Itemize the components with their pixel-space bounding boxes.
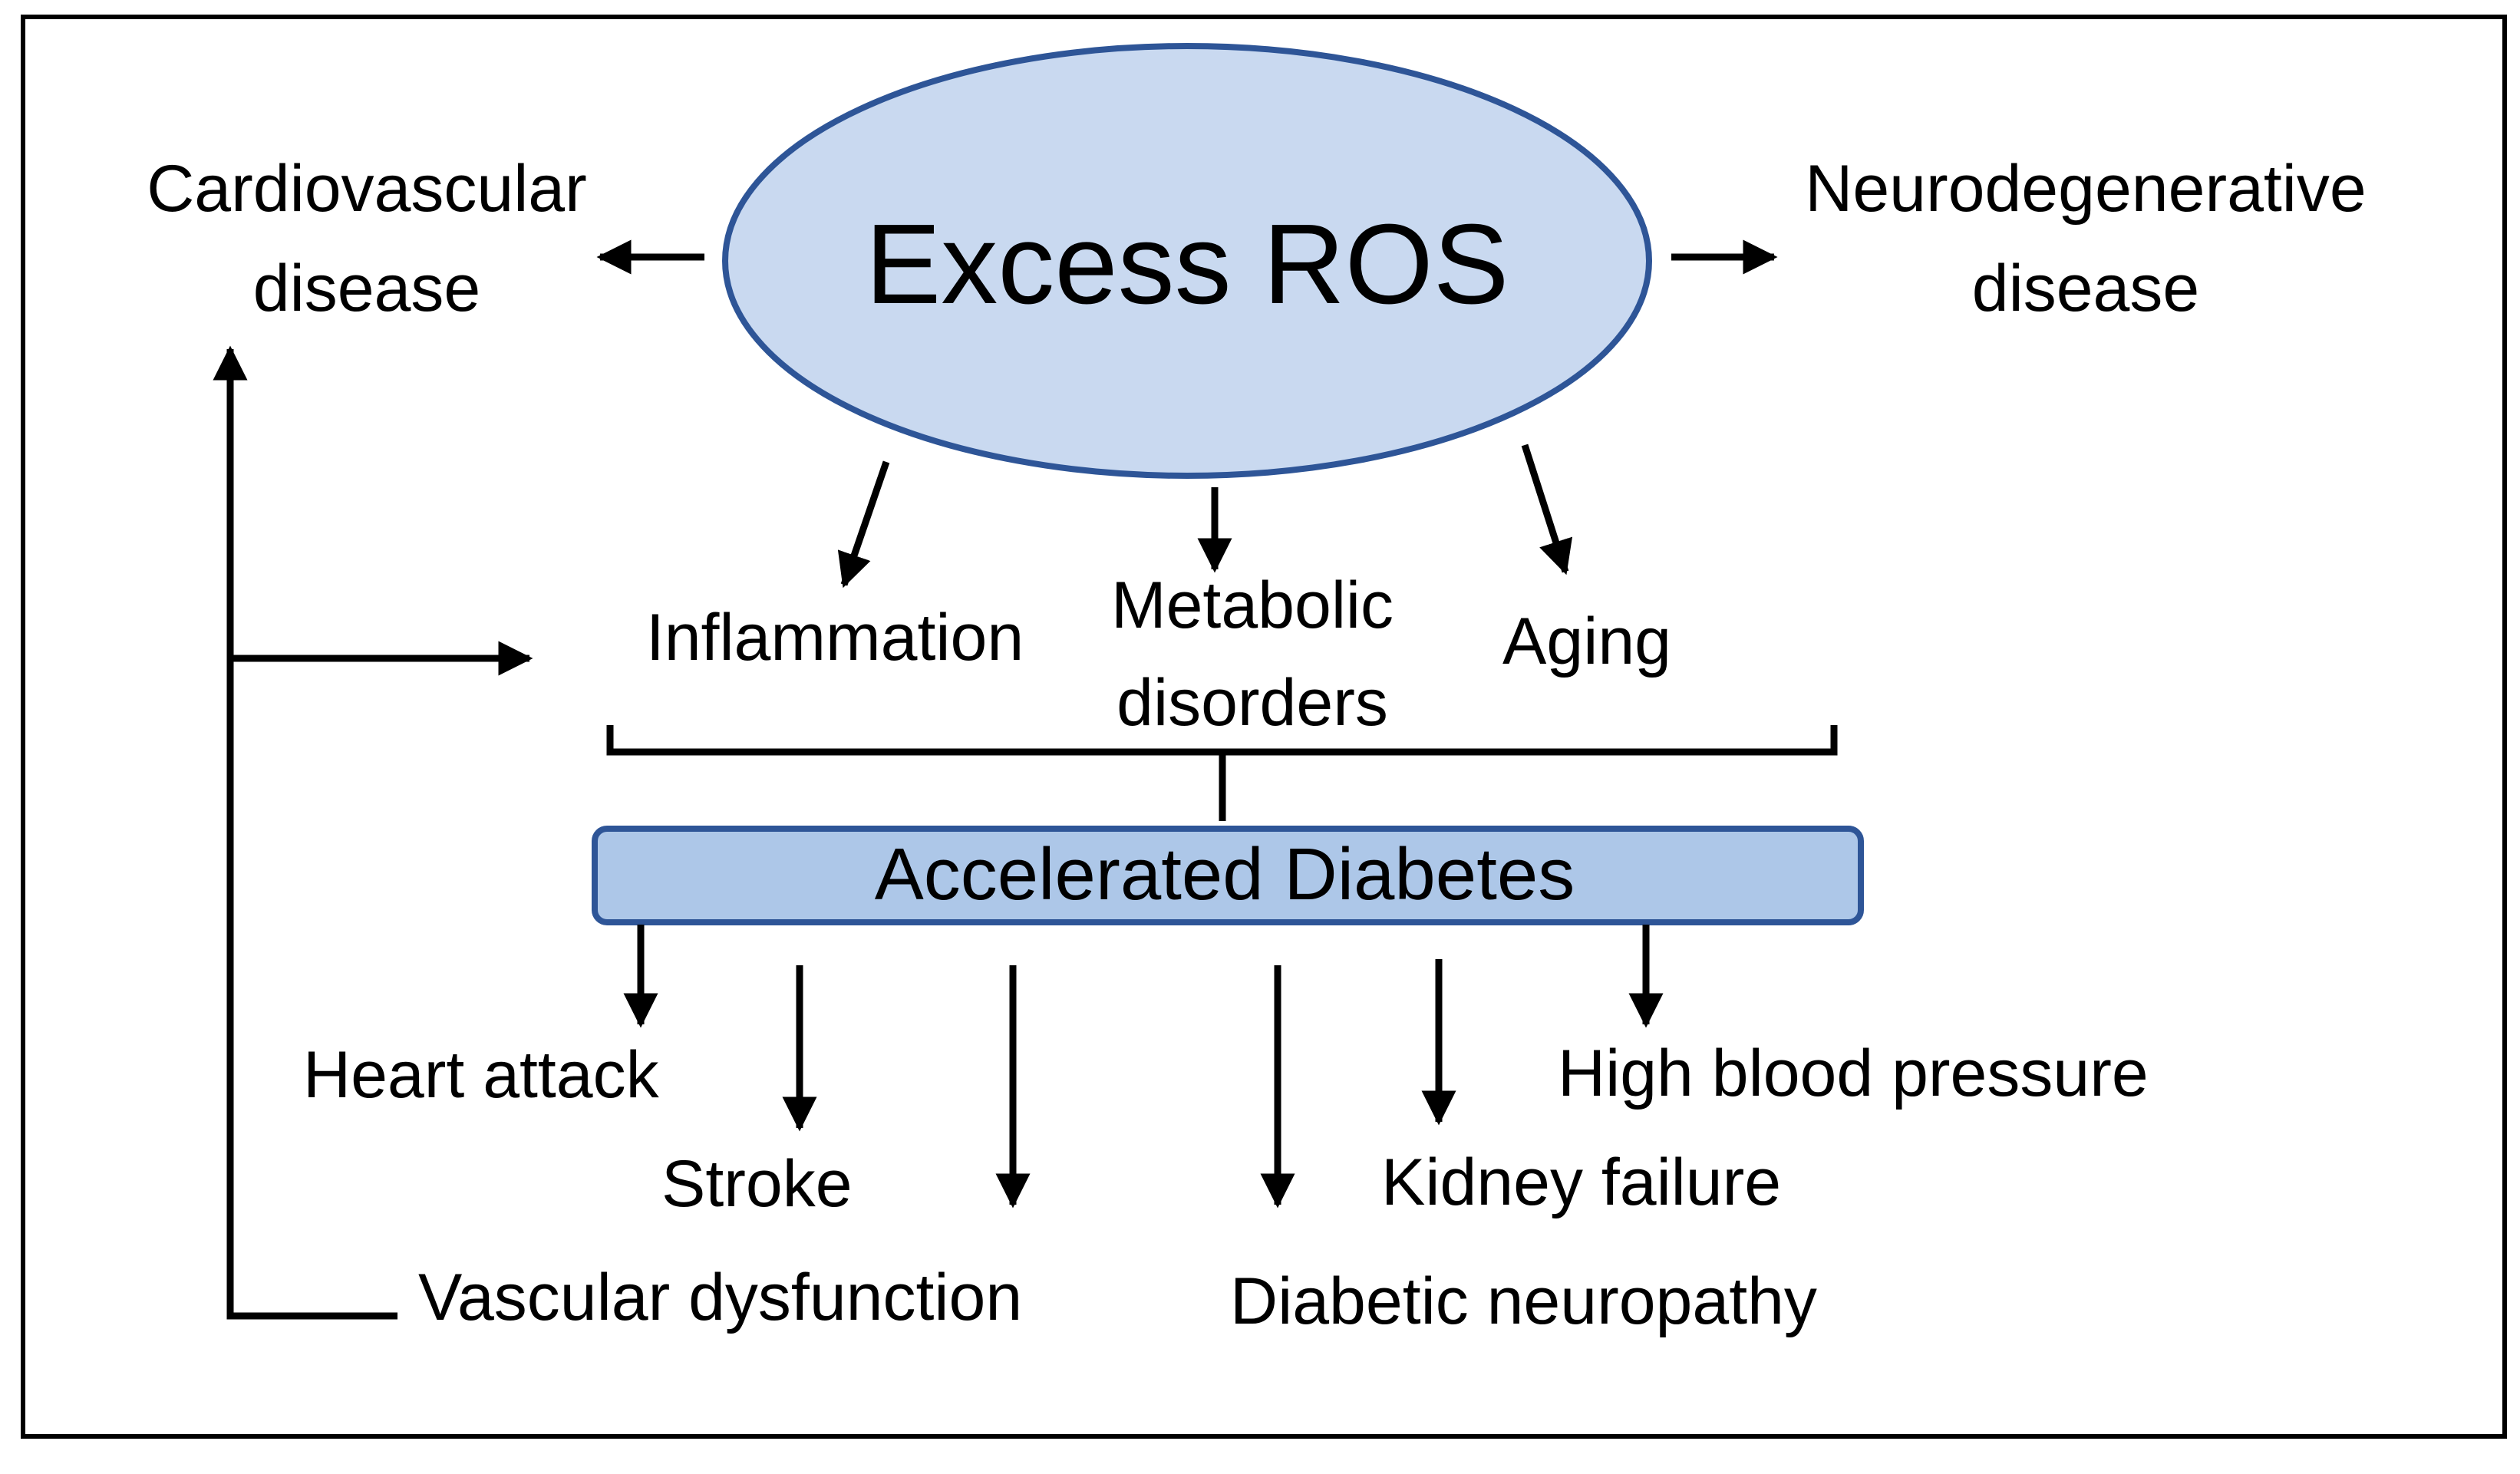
kidney-failure-label: Kidney failure: [1381, 1146, 1781, 1219]
outer-frame: [21, 15, 2507, 1439]
neurodegenerative-line2: disease: [1972, 252, 2199, 325]
aging-label: Aging: [1502, 605, 1671, 678]
vascular-dysfunction-label: Vascular dysfunction: [418, 1261, 1022, 1334]
stroke-label: Stroke: [661, 1147, 853, 1221]
metabolic-line2: disorders: [1117, 666, 1388, 740]
diabetic-neuropathy-label: Diabetic neuropathy: [1230, 1265, 1817, 1338]
cardiovascular-line2: disease: [253, 252, 480, 325]
excess-ros-label: Excess ROS: [866, 201, 1509, 328]
neurodegenerative-line1: Neurodegenerative: [1805, 152, 2367, 226]
excess-ros-ellipse: [722, 43, 1652, 479]
arrow-to-aging: [1521, 444, 1573, 575]
arrow-to-inflammation: [837, 460, 890, 589]
heart-attack-label: Heart attack: [303, 1038, 660, 1112]
feedback-loop-line: [213, 345, 397, 1320]
cardiovascular-line1: Cardiovascular: [147, 152, 587, 226]
accelerated-diabetes-label: Accelerated Diabetes: [875, 833, 1575, 915]
high-blood-pressure-label: High blood pressure: [1558, 1037, 2149, 1110]
metabolic-line1: Metabolic: [1111, 569, 1394, 642]
inflammation-label: Inflammation: [646, 601, 1024, 674]
accelerated-diabetes-bar: [592, 826, 1864, 925]
